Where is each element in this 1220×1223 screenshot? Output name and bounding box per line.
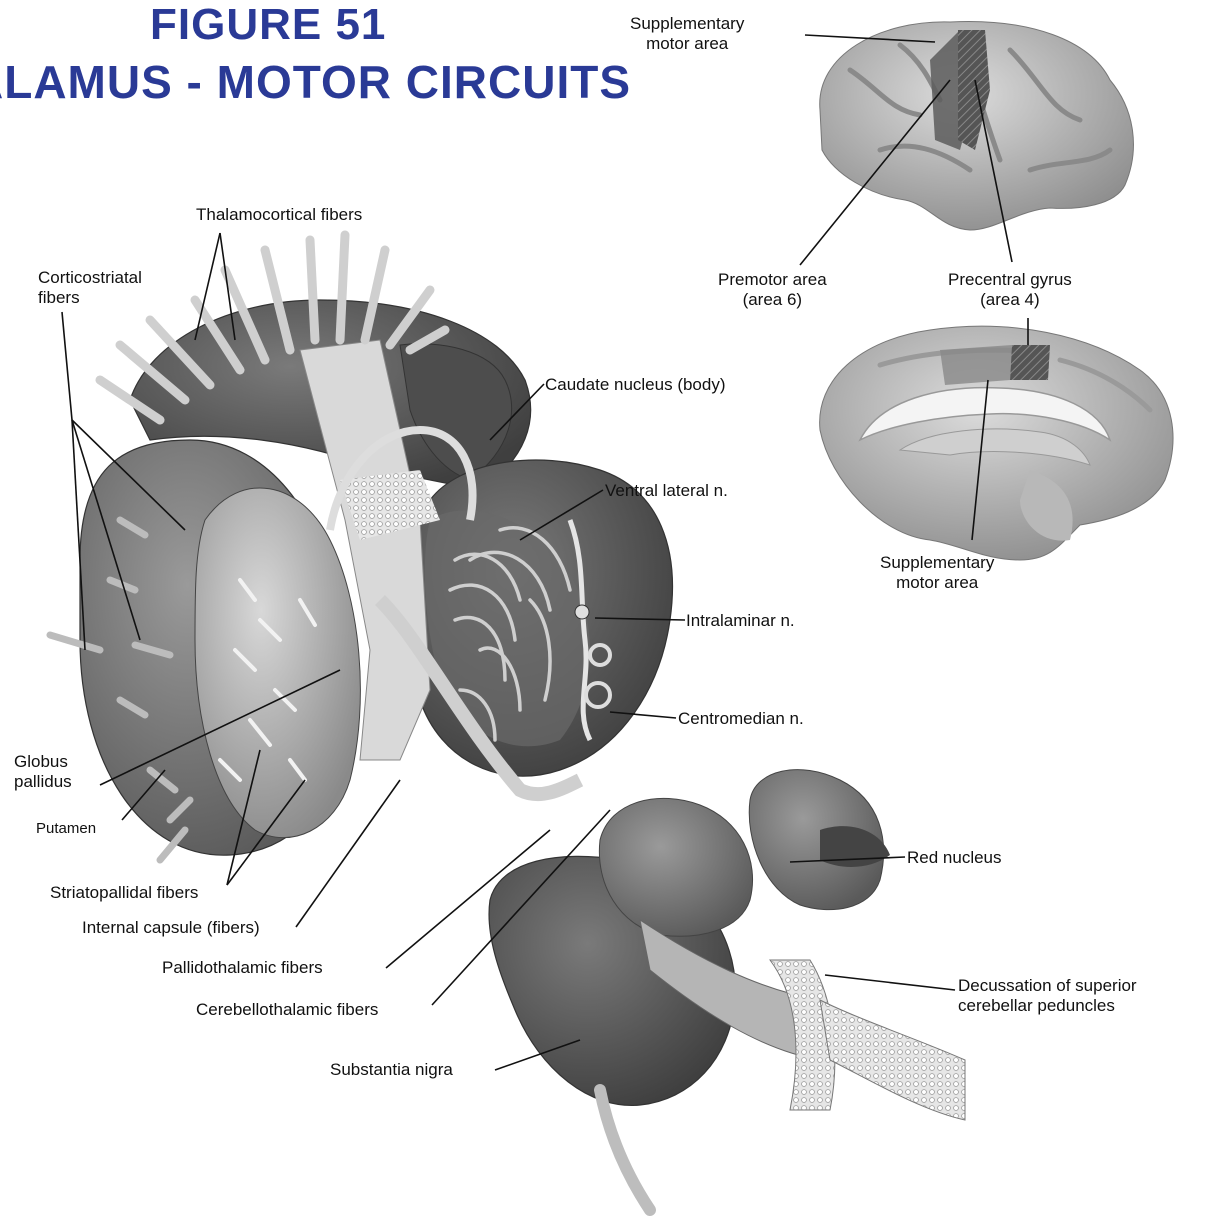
- lateral-brain-view: [820, 22, 1134, 230]
- label-caudate-nucleus: Caudate nucleus (body): [545, 375, 726, 395]
- label-putamen: Putamen: [36, 820, 96, 837]
- label-intralaminar-nucleus: Intralaminar n.: [686, 611, 795, 631]
- label-cerebellothalamic-fibers: Cerebellothalamic fibers: [196, 1000, 378, 1020]
- label-centromedian-nucleus: Centromedian n.: [678, 709, 804, 729]
- label-striatopallidal-fibers: Striatopallidal fibers: [50, 883, 198, 903]
- medial-brain-view: [820, 326, 1173, 560]
- label-substantia-nigra: Substantia nigra: [330, 1060, 453, 1080]
- medial-precentral-region: [1010, 345, 1050, 380]
- label-supplementary-motor-area-bottom: Supplementary motor area: [880, 553, 994, 592]
- intralaminar-nucleus: [575, 605, 589, 619]
- label-pallidothalamic-fibers: Pallidothalamic fibers: [162, 958, 323, 978]
- label-globus-pallidus: Globus pallidus: [14, 752, 72, 791]
- label-corticostriatal-fibers: Corticostriatal fibers: [38, 268, 142, 307]
- basal-ganglia-illustration: [50, 235, 965, 1210]
- supplementary-motor-shaded-region: [940, 345, 1012, 385]
- label-thalamocortical-fibers: Thalamocortical fibers: [196, 205, 362, 225]
- label-precentral-gyrus: Precentral gyrus (area 4): [948, 270, 1072, 309]
- label-internal-capsule: Internal capsule (fibers): [82, 918, 260, 938]
- label-red-nucleus: Red nucleus: [907, 848, 1002, 868]
- label-supplementary-motor-area-top: Supplementary motor area: [630, 14, 744, 53]
- label-decussation-superior-cerebellar-peduncles: Decussation of superior cerebellar pedun…: [958, 976, 1137, 1015]
- label-premotor-area: Premotor area (area 6): [718, 270, 827, 309]
- label-ventral-lateral-nucleus: Ventral lateral n.: [605, 481, 728, 501]
